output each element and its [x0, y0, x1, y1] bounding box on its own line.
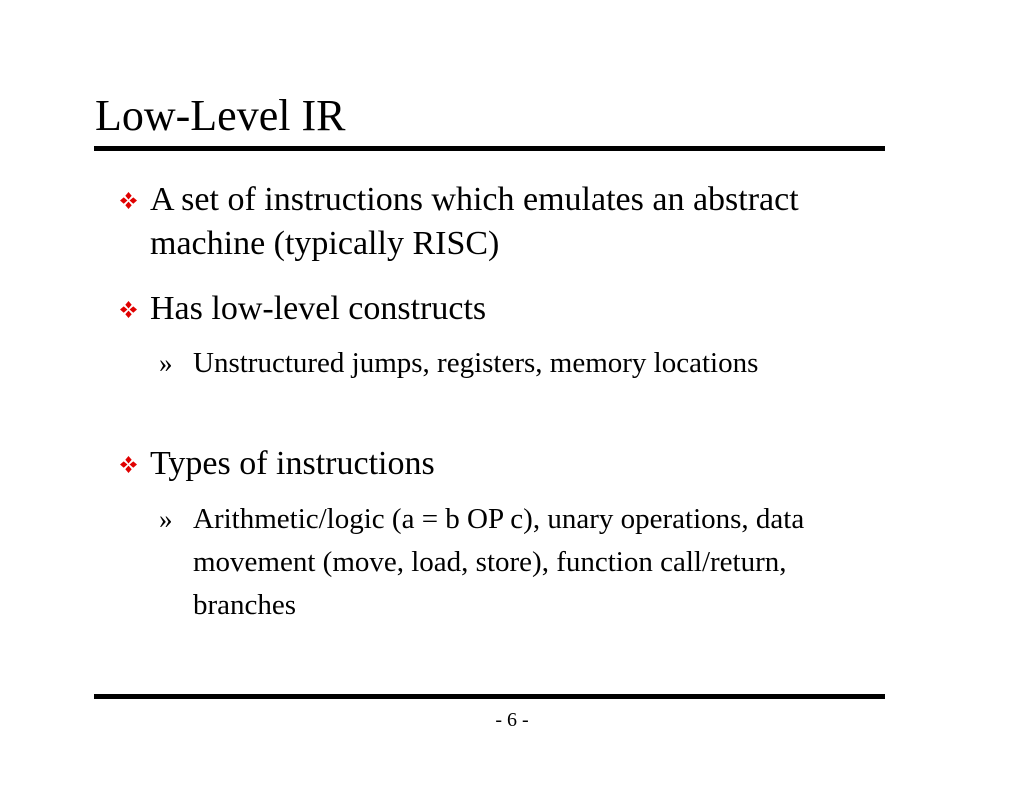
bullet-item: Has low-level constructs: [120, 287, 850, 331]
bullet-text: A set of instructions which emulates an …: [150, 181, 799, 262]
bullet-item: Types of instructions: [120, 442, 850, 486]
bullet-item: A set of instructions which emulates an …: [120, 178, 850, 266]
sub-bullet-item: » Unstructured jumps, registers, memory …: [159, 342, 813, 385]
bullet-text: Types of instructions: [150, 445, 435, 482]
diamond-icon: [120, 456, 137, 473]
sub-bullet-text: Unstructured jumps, registers, memory lo…: [193, 347, 759, 379]
sub-bullet-item: » Arithmetic/logic (a = b OP c), unary o…: [159, 498, 813, 627]
raquo-icon: »: [159, 348, 173, 378]
page-number: - 6 -: [495, 709, 529, 731]
raquo-icon: »: [159, 504, 173, 534]
footer-divider: [94, 694, 885, 699]
title-divider: [94, 146, 885, 151]
slide-title: Low-Level IR: [95, 91, 346, 140]
bullet-text: Has low-level constructs: [150, 290, 487, 327]
diamond-icon: [120, 301, 137, 318]
sub-bullet-text: Arithmetic/logic (a = b OP c), unary ope…: [193, 503, 805, 621]
diamond-icon: [120, 192, 137, 209]
